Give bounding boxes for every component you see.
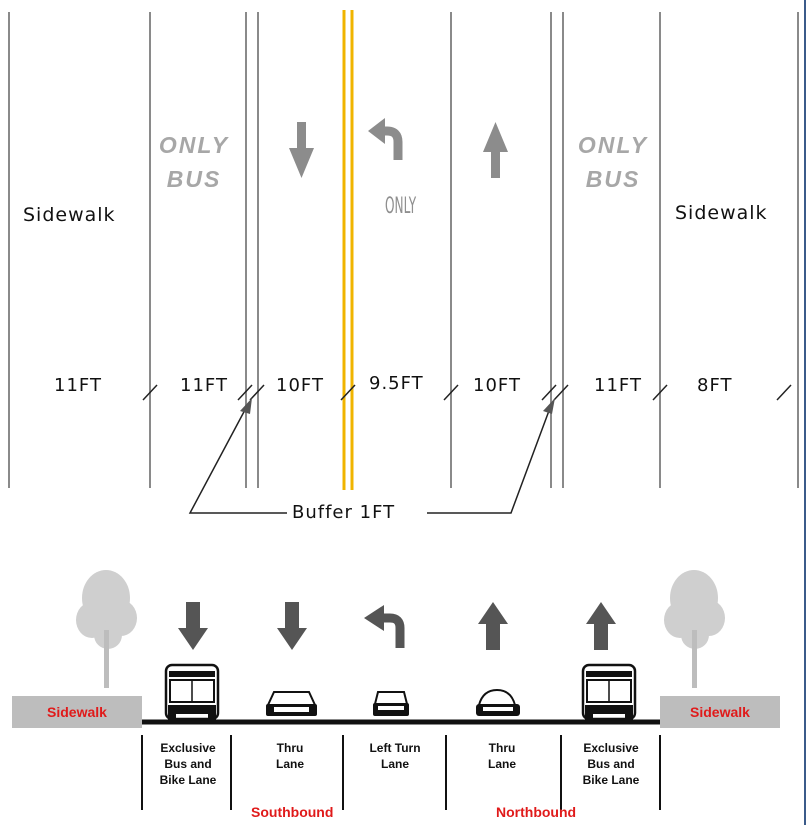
down-arrow-icon bbox=[277, 602, 307, 650]
lane-label-bus-bike-northbound: Exclusive Bus and Bike Lane bbox=[582, 741, 640, 787]
buffer-leader-left bbox=[188, 407, 287, 514]
buffer-leader-right bbox=[427, 407, 551, 514]
left-turn-arrow-icon bbox=[364, 605, 405, 648]
bus-lane-marking-only: ONLY bbox=[577, 132, 649, 158]
bus-lane-marking-only: ONLY bbox=[158, 132, 230, 158]
bus-lane-marking-bus: BUS bbox=[585, 166, 641, 192]
bus-icon bbox=[581, 663, 637, 721]
up-arrow-icon bbox=[478, 602, 508, 650]
lane-label-bus-bike-southbound: Exclusive Bus and Bike Lane bbox=[159, 741, 217, 787]
sidewalk-label: Sidewalk bbox=[47, 704, 107, 720]
lane-width-label: 9.5FT bbox=[369, 373, 424, 394]
left-turn-arrow-icon bbox=[368, 118, 403, 160]
lane-width-label: 11FT bbox=[180, 375, 228, 396]
bus-lane-marking-bus: BUS bbox=[166, 166, 222, 192]
buffer-label: Buffer 1FT bbox=[292, 502, 396, 523]
car-icon bbox=[373, 691, 409, 716]
up-arrow-icon bbox=[483, 122, 508, 178]
bus-icon bbox=[164, 663, 220, 721]
down-arrow-icon bbox=[289, 122, 314, 178]
tree-icon bbox=[76, 570, 137, 688]
car-icon bbox=[476, 688, 520, 716]
up-arrow-icon bbox=[586, 602, 616, 650]
lane-label-thru-southbound: Thru Lane bbox=[275, 741, 304, 771]
car-icon bbox=[266, 691, 317, 716]
lane-label-left-turn: Left Turn Lane bbox=[369, 741, 421, 771]
down-arrow-icon bbox=[178, 602, 208, 650]
section-sidewalk-left: Sidewalk bbox=[12, 696, 142, 728]
southbound-label: Southbound bbox=[251, 804, 334, 820]
left-turn-only-marking: ONLY bbox=[385, 194, 417, 219]
lane-width-label: 11FT bbox=[594, 375, 642, 396]
lane-label-thru-northbound: Thru Lane bbox=[487, 741, 516, 771]
lane-width-label: 10FT bbox=[276, 375, 324, 396]
lane-width-label: 10FT bbox=[473, 375, 521, 396]
northbound-label: Northbound bbox=[496, 804, 577, 820]
section-sidewalk-right: Sidewalk bbox=[660, 696, 780, 728]
plan-sidewalk-right-label: Sidewalk bbox=[675, 202, 768, 224]
plan-sidewalk-left-label: Sidewalk bbox=[23, 204, 116, 226]
tree-icon bbox=[664, 570, 725, 688]
lane-width-label: 8FT bbox=[697, 375, 733, 396]
lane-width-label: 11FT bbox=[54, 375, 102, 396]
sidewalk-label: Sidewalk bbox=[690, 704, 750, 720]
